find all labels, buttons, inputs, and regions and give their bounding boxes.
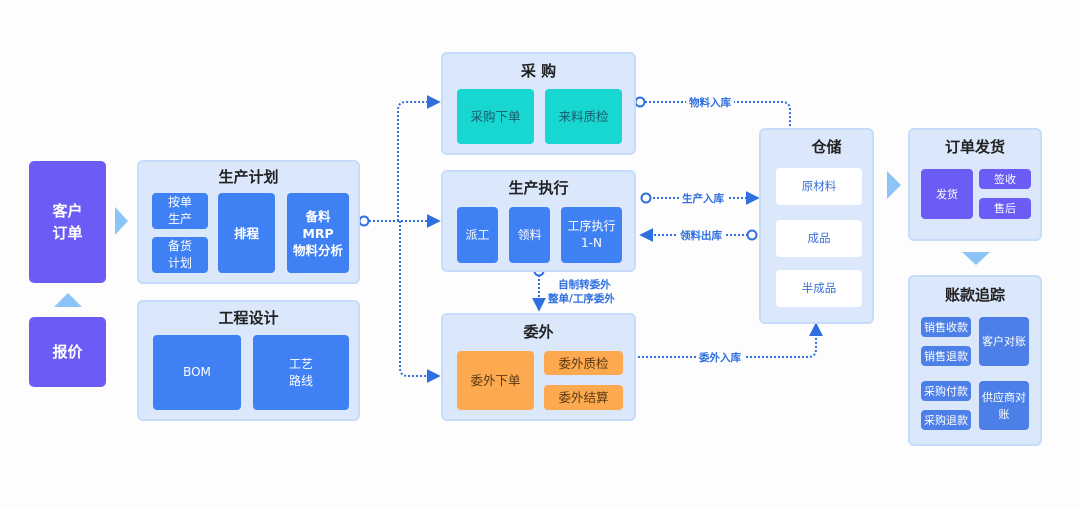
production-in-label: 生产入库 [679, 191, 727, 206]
outsource-panel: 委外 委外下单 委外质检 委外结算 [441, 313, 636, 421]
box-line: 账 [998, 407, 1010, 421]
purchase-order-box[interactable]: 采购下单 [457, 89, 534, 144]
sign-receipt-box[interactable]: 签收 [979, 169, 1031, 189]
box-line: 半成品 [801, 281, 837, 295]
box-line: 领料 [517, 227, 542, 242]
purchase-title: 采 购 [520, 62, 557, 80]
routing-box[interactable]: 工艺路线 [253, 335, 349, 410]
warehouse-panel: 仓储 原材料 成品 半成品 [759, 128, 874, 324]
connector-node [640, 192, 652, 204]
box-line: 备料 [305, 208, 331, 224]
engineering-panel: 工程设计 BOM 工艺路线 [137, 300, 360, 421]
supplier-reconcile-box[interactable]: 供应商对账 [979, 381, 1029, 430]
execution-title: 生产执行 [508, 179, 569, 197]
flow-arrow-right [887, 171, 901, 199]
self-to-outsource-line1: 自制转委外 [558, 279, 611, 291]
box-line: BOM [183, 365, 211, 379]
semi-finished-box[interactable]: 半成品 [776, 270, 862, 307]
box-line: 委外结算 [558, 390, 609, 405]
purchase-panel: 采 购 采购下单 来料质检 [441, 52, 636, 155]
box-line: 供应商对 [982, 390, 1026, 404]
material-in-label: 物料入库 [686, 95, 734, 110]
connector-plan-to-outsource [399, 221, 441, 383]
accounts-panel: 账款追踪 销售收款 销售退款 客户对账 采购付款 采购退款 供应商对账 [908, 275, 1042, 446]
box-line: MRP [302, 225, 334, 241]
make-to-order-box[interactable]: 按单生产 [152, 193, 208, 229]
accounts-title: 账款追踪 [944, 286, 1005, 304]
box-line: 物料分析 [292, 242, 343, 258]
box-line: 售后 [994, 202, 1016, 215]
box-line: 工序执行 [567, 219, 616, 233]
purchase-payment-box[interactable]: 采购付款 [921, 381, 971, 401]
box-line: 销售收款 [924, 320, 968, 334]
outsource-title: 委外 [523, 323, 554, 341]
customer-order-label-line1: 客户 [52, 202, 83, 220]
box-line: 客户对账 [982, 335, 1026, 348]
box-line: 来料质检 [558, 109, 609, 124]
warehouse-title: 仓储 [811, 138, 842, 156]
finished-goods-box[interactable]: 成品 [776, 220, 862, 257]
box-line: 签收 [994, 172, 1016, 186]
sales-receipt-box[interactable]: 销售收款 [921, 317, 971, 337]
outsource-order-box[interactable]: 委外下单 [457, 351, 534, 410]
outsource-in-label: 委外入库 [696, 350, 744, 365]
flow-arrow-up [54, 293, 82, 307]
production-plan-title: 生产计划 [218, 168, 279, 186]
ship-box[interactable]: 发货 [921, 169, 973, 219]
box-line: 发货 [936, 187, 958, 201]
connector-outsource-in [630, 322, 823, 358]
box-line: 按单 [167, 195, 192, 209]
quotation-label: 报价 [52, 343, 83, 361]
self-to-outsource-label: 自制转委外 整单/工序委外 [548, 278, 618, 306]
bom-box[interactable]: BOM [153, 335, 241, 410]
material-out-label: 领料出库 [677, 228, 725, 243]
box-line: 工艺 [288, 356, 313, 371]
box-line: 采购下单 [470, 109, 521, 124]
connector-node [634, 96, 646, 108]
stock-plan-box[interactable]: 备货计划 [152, 237, 208, 273]
box-line: 生产 [167, 212, 192, 226]
connector-material-in [645, 101, 797, 158]
box-line: 委外质检 [558, 355, 609, 371]
box-line: 委外下单 [470, 373, 521, 388]
box-line: 派工 [465, 227, 490, 242]
connector-node [746, 229, 758, 241]
process-execution-box[interactable]: 工序执行 1-N [561, 207, 622, 263]
outsource-settlement-box[interactable]: 委外结算 [544, 385, 623, 410]
raw-material-box[interactable]: 原材料 [776, 168, 862, 205]
box-line: 计划 [167, 256, 192, 270]
box-line: 备货 [167, 239, 192, 253]
sales-refund-box[interactable]: 销售退款 [921, 346, 971, 366]
box-line: 1-N [581, 236, 602, 250]
shipping-title: 订单发货 [944, 138, 1005, 156]
flow-arrow-down [962, 252, 990, 265]
flow-arrow-right [115, 207, 128, 235]
shipping-panel: 订单发货 发货 签收 售后 [908, 128, 1042, 241]
purchase-refund-box[interactable]: 采购退款 [921, 410, 971, 430]
engineering-title: 工程设计 [218, 309, 279, 327]
incoming-inspection-box[interactable]: 来料质检 [545, 89, 622, 144]
after-sales-box[interactable]: 售后 [979, 198, 1031, 219]
dispatch-box[interactable]: 派工 [457, 207, 498, 263]
box-line: 采购退款 [924, 413, 968, 427]
outsource-inspection-box[interactable]: 委外质检 [544, 351, 623, 375]
customer-order-node[interactable]: 客户 订单 [29, 161, 106, 283]
customer-reconcile-box[interactable]: 客户对账 [979, 317, 1029, 366]
execution-panel: 生产执行 派工 领料 工序执行 1-N [441, 170, 636, 272]
self-to-outsource-line2: 整单/工序委外 [548, 293, 615, 305]
connector-plan-to-purchase [397, 95, 441, 221]
box-line: 销售退款 [924, 349, 968, 363]
box-line: 采购付款 [924, 384, 968, 398]
material-pick-box[interactable]: 领料 [509, 207, 550, 263]
box-line: 成品 [807, 231, 831, 245]
box-line: 排程 [233, 225, 259, 241]
scheduling-box[interactable]: 排程 [218, 193, 275, 273]
box-line: 路线 [288, 373, 313, 388]
customer-order-label-line2: 订单 [52, 224, 83, 242]
connector-node [358, 215, 370, 227]
quotation-node[interactable]: 报价 [29, 317, 106, 387]
box-line: 原材料 [801, 179, 837, 193]
